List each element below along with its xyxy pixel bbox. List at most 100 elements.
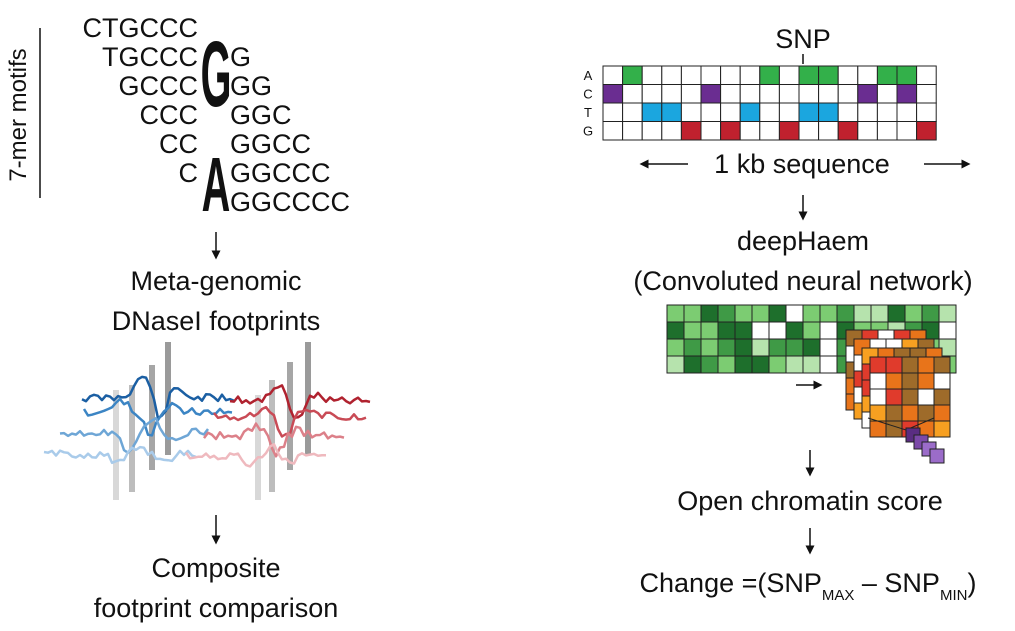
cnn-output-cell	[929, 448, 945, 464]
one-hot-cell	[759, 65, 780, 85]
cnn-filter-cell	[885, 372, 903, 390]
footprint-bar	[255, 395, 261, 500]
cnn-input-cell	[717, 321, 736, 340]
cnn-input-cell	[751, 355, 770, 374]
base-label: A	[584, 68, 593, 83]
one-hot-cell	[778, 102, 800, 122]
cnn-input-cell	[717, 355, 736, 374]
one-hot-cell	[661, 102, 682, 122]
base-label: T	[584, 105, 592, 120]
one-hot-cell	[857, 84, 878, 104]
one-hot-cell	[876, 121, 898, 141]
one-hot-cell	[661, 121, 682, 141]
one-hot-cell	[720, 121, 741, 141]
cnn-input-cell	[683, 355, 702, 374]
motif-row-suffix: GGCCC	[230, 158, 331, 188]
cnn-input-cell	[819, 338, 838, 357]
one-hot-cell	[818, 65, 839, 85]
one-hot-cell	[837, 102, 859, 122]
cnn-input-cell	[938, 304, 957, 323]
one-hot-cell	[739, 65, 761, 85]
cnn-input-cell	[802, 304, 821, 323]
cnn-input-cell	[700, 338, 719, 357]
cnn-input-cell	[870, 304, 889, 323]
one-hot-cell	[641, 84, 663, 104]
cnn-input-cell	[921, 304, 940, 323]
one-hot-cell	[778, 84, 800, 104]
one-hot-cell	[798, 84, 820, 104]
one-hot-cell	[896, 121, 918, 141]
cnn-filter-cell	[885, 356, 903, 374]
model-subtitle: (Convoluted neural network)	[633, 266, 972, 296]
one-hot-cell	[896, 84, 918, 104]
footprint-bar	[129, 385, 135, 492]
cnn-input-cell	[819, 304, 838, 323]
one-hot-cell	[759, 102, 780, 122]
one-hot-cell	[837, 65, 859, 85]
one-hot-cell	[857, 65, 878, 85]
cnn-input-cell	[683, 304, 702, 323]
cnn-input-cell	[751, 338, 770, 357]
cnn-input-cell	[938, 321, 957, 340]
cnn-input-cell	[666, 355, 685, 374]
cnn-input-cell	[717, 338, 736, 357]
red-footprint-track	[203, 422, 345, 458]
cnn-filter-cell	[869, 404, 887, 422]
cnn-input-cell	[666, 321, 685, 340]
cnn-input-cell	[853, 304, 872, 323]
cnn-input-cell	[785, 321, 804, 340]
change-formula: Change =(SNPMAX – SNPMIN)	[640, 568, 977, 604]
footprint-bar	[113, 390, 119, 500]
cnn-filter-cell	[885, 420, 903, 438]
base-label: G	[583, 124, 593, 139]
one-hot-cell	[680, 121, 702, 141]
one-hot-cell	[739, 121, 761, 141]
motif-row-prefix: C	[179, 158, 199, 188]
one-hot-cell	[641, 65, 663, 85]
one-hot-cell	[622, 102, 643, 122]
cnn-filter-cell	[933, 420, 951, 438]
footprint-bar	[269, 380, 275, 492]
cnn-filter-cell	[901, 388, 919, 406]
cnn-filter-cell	[917, 372, 935, 390]
one-hot-cell	[602, 102, 624, 122]
cnn-filter-cell	[885, 404, 903, 422]
cnn-input-cell	[819, 321, 838, 340]
cnn-input-cell	[700, 304, 719, 323]
one-hot-cell	[602, 65, 624, 85]
cnn-input-cell	[666, 304, 685, 323]
cnn-input-cell	[904, 304, 923, 323]
one-hot-cell	[759, 121, 780, 141]
one-hot-cell	[680, 102, 702, 122]
motif-row-prefix: CCC	[140, 100, 199, 130]
cnn-input-cell	[683, 321, 702, 340]
model-title: deepHaem	[737, 226, 869, 256]
one-hot-cell	[818, 102, 839, 122]
one-hot-cell	[739, 84, 761, 104]
blue-footprint-track	[59, 416, 210, 455]
motif-row-suffix: GGCC	[230, 129, 311, 159]
cnn-filter-cell	[917, 356, 935, 374]
one-hot-cell	[700, 102, 722, 122]
motif-row-suffix: G	[230, 42, 251, 72]
one-hot-cell	[876, 102, 898, 122]
one-hot-cell	[857, 121, 878, 141]
cnn-filter-layers	[845, 329, 951, 438]
one-hot-cell	[622, 65, 643, 85]
cnn-input-cell	[751, 321, 770, 340]
cnn-filter-cell	[933, 404, 951, 422]
cnn-output-layers	[905, 427, 945, 464]
cnn-input-cell	[768, 355, 787, 374]
one-hot-cell	[818, 121, 839, 141]
one-hot-cell	[876, 65, 898, 85]
cnn-input-cell	[802, 321, 821, 340]
one-hot-cell	[857, 102, 878, 122]
one-hot-cell	[739, 102, 761, 122]
one-hot-cell	[916, 84, 937, 104]
one-hot-cell	[680, 65, 702, 85]
cnn-input-cell	[734, 355, 753, 374]
step2-line1: Composite	[151, 553, 280, 583]
cnn-input-cell	[768, 304, 787, 323]
one-hot-sequence-grid	[602, 65, 937, 141]
